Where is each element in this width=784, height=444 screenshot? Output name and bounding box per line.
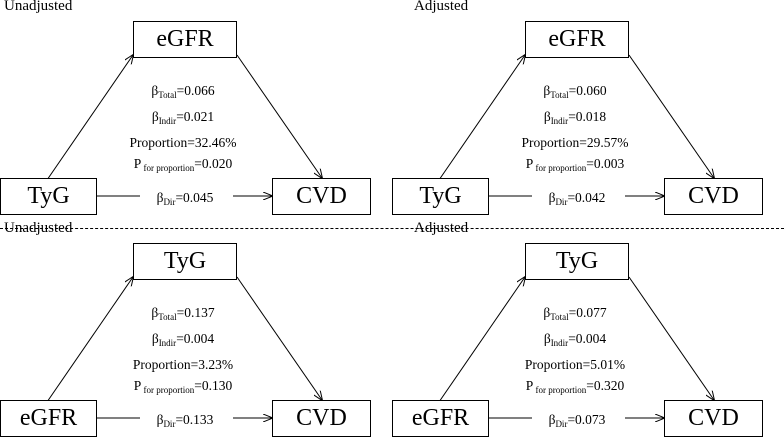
proportion: Proportion=5.01% bbox=[524, 357, 626, 372]
beta-direct: βDir=0.073 bbox=[548, 412, 606, 429]
p-for-proportion: P for proportion=0.320 bbox=[525, 378, 625, 395]
mediator-node: eGFR bbox=[525, 21, 629, 58]
outcome-node: CVD bbox=[664, 400, 763, 437]
beta-total: βTotal=0.066 bbox=[151, 83, 215, 100]
arrow-mediator-to-outcome bbox=[236, 276, 322, 400]
effect-stats: βTotal=0.066 βIndir=0.021 Proportion=32.… bbox=[118, 80, 248, 179]
outcome-node: CVD bbox=[272, 178, 371, 215]
mediation-panel-4: Adjusted TyG eGFR CVD βTotal=0.077 βIndi… bbox=[392, 220, 784, 444]
proportion: Proportion=32.46% bbox=[129, 135, 237, 150]
path-arrows bbox=[438, 0, 784, 222]
mediator-node: eGFR bbox=[133, 21, 237, 58]
arrow-exposure-to-mediator bbox=[438, 55, 525, 181]
section-divider bbox=[0, 228, 784, 229]
outcome-node: CVD bbox=[272, 400, 371, 437]
mediator-node: TyG bbox=[525, 243, 629, 280]
beta-total: βTotal=0.060 bbox=[543, 83, 607, 100]
beta-indirect: βIndir=0.004 bbox=[151, 331, 215, 348]
arrow-exposure-to-mediator bbox=[46, 55, 133, 181]
arrow-exposure-to-mediator bbox=[438, 277, 525, 403]
beta-total: βTotal=0.077 bbox=[543, 305, 607, 322]
mediator-node: TyG bbox=[133, 243, 237, 280]
mediation-panel-1: Unadjusted eGFR TyG CVD βTotal=0.066 βIn… bbox=[0, 0, 392, 222]
arrow-exposure-to-mediator bbox=[46, 277, 133, 403]
p-for-proportion: P for proportion=0.130 bbox=[133, 378, 233, 395]
panel-title: Unadjusted bbox=[4, 0, 73, 14]
beta-total: βTotal=0.137 bbox=[151, 305, 215, 322]
exposure-node: eGFR bbox=[392, 400, 489, 437]
effect-stats: βTotal=0.137 βIndir=0.004 Proportion=3.2… bbox=[118, 302, 248, 401]
exposure-node: eGFR bbox=[0, 400, 97, 437]
beta-indirect: βIndir=0.018 bbox=[543, 109, 607, 126]
p-for-proportion: P for proportion=0.003 bbox=[525, 156, 625, 173]
beta-direct: βDir=0.042 bbox=[548, 190, 606, 207]
beta-direct: βDir=0.133 bbox=[156, 412, 214, 429]
exposure-node: TyG bbox=[0, 178, 97, 215]
arrow-mediator-to-outcome bbox=[628, 276, 714, 400]
path-arrows bbox=[46, 0, 392, 222]
effect-stats: βTotal=0.077 βIndir=0.004 Proportion=5.0… bbox=[510, 302, 640, 401]
arrow-mediator-to-outcome bbox=[236, 54, 322, 178]
path-arrows bbox=[438, 222, 784, 444]
beta-indirect: βIndir=0.004 bbox=[543, 331, 607, 348]
proportion: Proportion=29.57% bbox=[521, 135, 629, 150]
p-for-proportion: P for proportion=0.020 bbox=[133, 156, 233, 173]
mediation-panel-2: Adjusted eGFR TyG CVD βTotal=0.060 βIndi… bbox=[392, 0, 784, 222]
path-arrows bbox=[46, 222, 392, 444]
beta-indirect: βIndir=0.021 bbox=[151, 109, 215, 126]
exposure-node: TyG bbox=[392, 178, 489, 215]
proportion: Proportion=3.23% bbox=[132, 357, 234, 372]
outcome-node: CVD bbox=[664, 178, 763, 215]
panel-title: Adjusted bbox=[414, 0, 469, 14]
effect-stats: βTotal=0.060 βIndir=0.018 Proportion=29.… bbox=[510, 80, 640, 179]
beta-direct: βDir=0.045 bbox=[156, 190, 214, 207]
mediation-panel-3: Unadjusted TyG eGFR CVD βTotal=0.137 βIn… bbox=[0, 220, 392, 444]
arrow-mediator-to-outcome bbox=[628, 54, 714, 178]
